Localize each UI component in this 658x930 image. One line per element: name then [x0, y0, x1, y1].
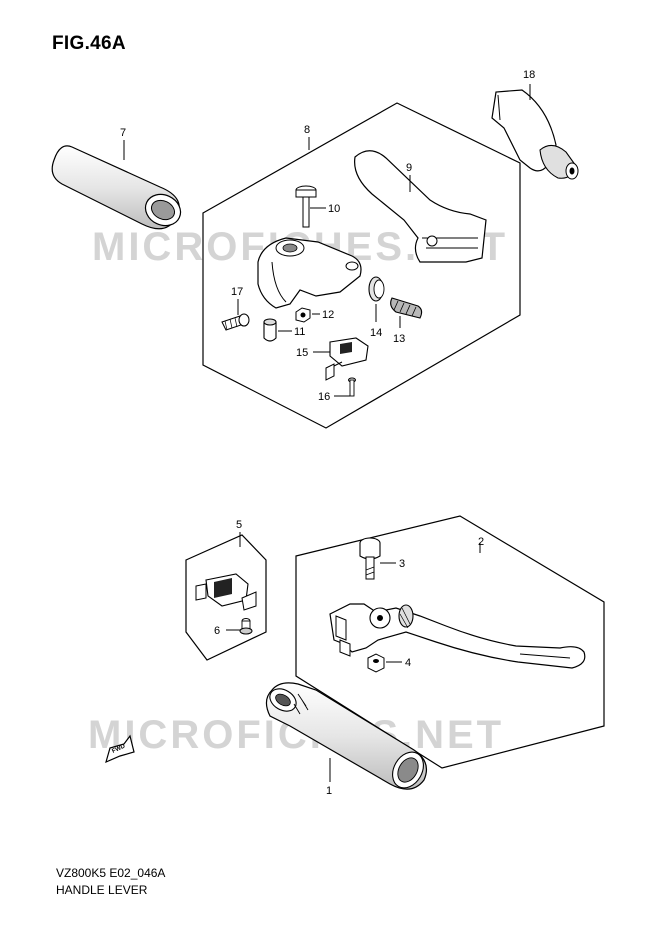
callout-1: 1	[326, 785, 332, 797]
callout-9: 9	[406, 162, 412, 174]
callout-8: 8	[304, 124, 310, 136]
assembly-outline-2	[295, 515, 605, 769]
screw-6	[239, 618, 253, 635]
callout-6: 6	[214, 625, 220, 637]
screw-16	[348, 377, 356, 397]
fwd-arrow-icon: FWD	[105, 734, 135, 764]
figure-title: FIG.46A	[52, 33, 126, 54]
callout-10: 10	[328, 203, 340, 215]
screw-17	[221, 313, 250, 331]
model-code: VZ800K5 E02_046A	[56, 866, 166, 880]
nut-4	[367, 653, 385, 673]
callout-17: 17	[231, 286, 243, 298]
adjuster-screw-13	[390, 297, 423, 319]
fwd-label: FWD	[111, 743, 127, 754]
lever-9	[354, 150, 487, 263]
section-name: HANDLE LEVER	[56, 883, 148, 897]
pivot-bolt-3	[359, 537, 381, 580]
brake-lever-2	[329, 603, 586, 669]
callout-12: 12	[322, 309, 334, 321]
callout-16: 16	[318, 391, 330, 403]
cable-boot-18	[491, 89, 579, 180]
assembly-outline-8	[202, 102, 521, 429]
lever-bracket	[257, 237, 362, 309]
adjuster-wheel-14	[368, 276, 385, 302]
callout-15: 15	[296, 347, 308, 359]
nut-12	[295, 307, 311, 323]
switch-15	[325, 337, 369, 381]
callout-5: 5	[236, 519, 242, 531]
callout-13: 13	[393, 333, 405, 345]
switch-5	[195, 573, 257, 611]
callout-18: 18	[523, 69, 535, 81]
grip-7	[51, 145, 182, 230]
callout-4: 4	[405, 657, 411, 669]
pivot-bolt-10	[295, 185, 317, 228]
assembly-outline-5	[185, 534, 267, 661]
collar-11	[263, 318, 277, 342]
callout-14: 14	[370, 327, 382, 339]
callout-3: 3	[399, 558, 405, 570]
throttle-grip-1	[265, 682, 427, 790]
callout-7: 7	[120, 127, 126, 139]
callout-11: 11	[294, 326, 305, 338]
callout-2: 2	[478, 536, 484, 548]
